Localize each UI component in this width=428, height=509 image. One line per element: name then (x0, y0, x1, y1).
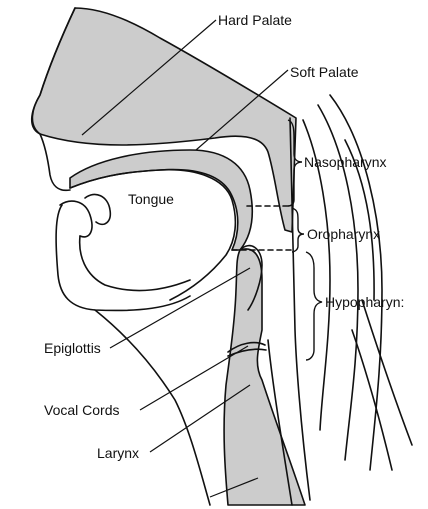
teeth-line (60, 201, 92, 237)
lower-lip-line (56, 205, 190, 310)
tongue-tip-line (85, 194, 110, 224)
hypopharynx-label: Hypopharyn: (325, 294, 404, 310)
upper-lip-line (40, 134, 70, 190)
epiglottis-label: Epiglottis (44, 340, 101, 356)
epiglottis-leader (110, 268, 250, 348)
larynx-label: Larynx (97, 445, 139, 461)
oropharynx-label: Oropharynx (307, 226, 380, 242)
hypopharynx-bracket (306, 252, 322, 360)
pharynx-column-shape (224, 249, 305, 505)
tongue-body-line (70, 170, 235, 300)
tongue-label: Tongue (128, 191, 174, 207)
spine-curve-6 (362, 300, 412, 445)
tongue-inner-line (80, 236, 190, 290)
nasopharynx-label: Nasopharynx (304, 154, 387, 170)
vocal-cords-label: Vocal Cords (44, 402, 119, 418)
soft-palate-label: Soft Palate (290, 64, 359, 80)
hard-palate-label: Hard Palate (218, 12, 292, 28)
